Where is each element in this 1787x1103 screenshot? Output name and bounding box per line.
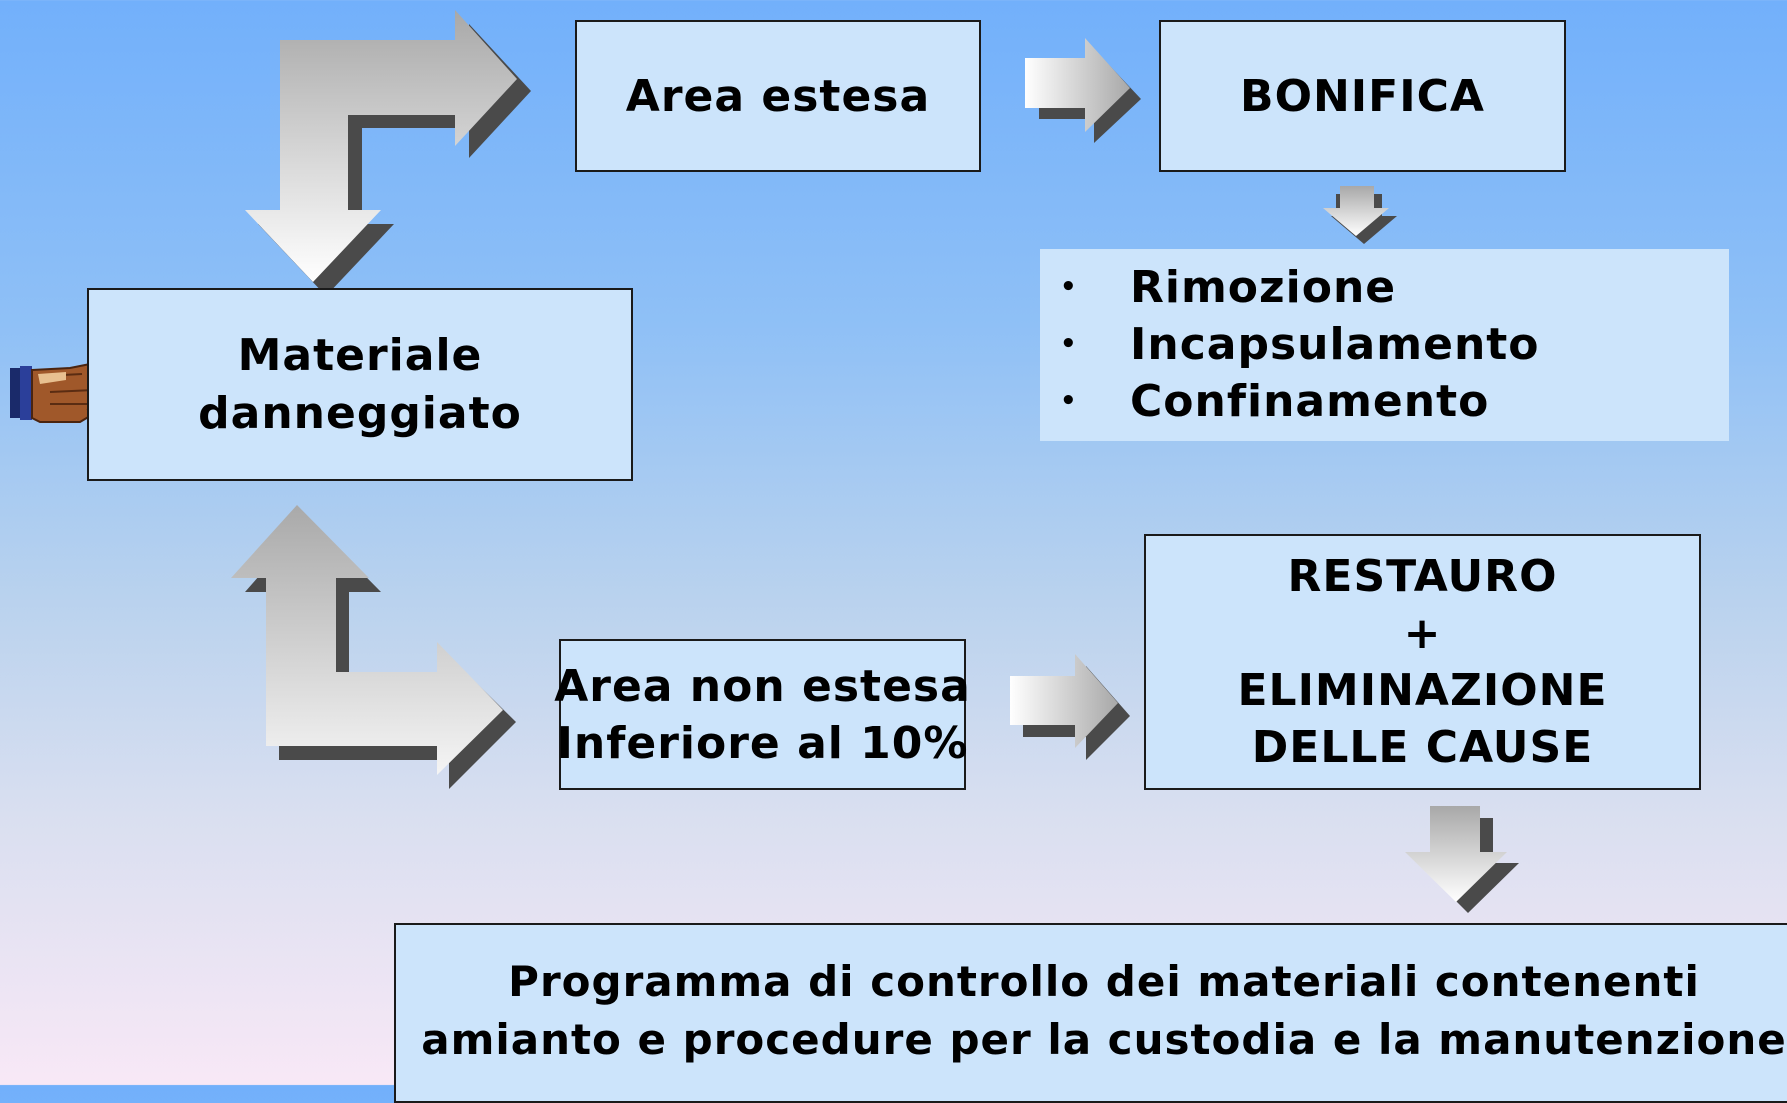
list-item: • Incapsulamento — [1060, 316, 1540, 373]
bent-arrow-down-icon — [231, 505, 516, 789]
bullet-icon: • — [1060, 386, 1078, 416]
bullet-icon: • — [1060, 329, 1078, 359]
restauro-line-3: ELIMINAZIONE — [1237, 665, 1608, 716]
materiale-line-2: danneggiato — [198, 387, 522, 439]
list-item: • Confinamento — [1060, 373, 1540, 430]
area-non-estesa-box: Area non estesa Inferiore al 10% — [554, 639, 970, 790]
programma-line-2: amianto e procedure per la custodia e la… — [421, 1015, 1787, 1064]
arrow-right-icon-bottom — [1010, 654, 1130, 760]
restauro-line-4: DELLE CAUSE — [1251, 722, 1594, 773]
materiale-danneggiato-box: Materiale danneggiato — [87, 288, 633, 481]
bent-arrow-up-icon — [245, 10, 531, 296]
arrow-down-icon-small — [1323, 186, 1397, 244]
bonifica-label: BONIFICA — [1240, 70, 1485, 122]
area-non-estesa-line-1: Area non estesa — [554, 660, 971, 712]
materiale-line-1: Materiale — [237, 329, 483, 381]
bonifica-box: BONIFICA — [1159, 20, 1566, 172]
arrow-right-icon-top — [1025, 38, 1141, 143]
restauro-box: RESTAURO + ELIMINAZIONE DELLE CAUSE — [1144, 534, 1701, 790]
bonifica-methods-list: • Rimozione • Incapsulamento • Confiname… — [1040, 249, 1729, 441]
method-incapsulamento: Incapsulamento — [1130, 319, 1540, 370]
programma-controllo-box: Programma di controllo dei materiali con… — [394, 923, 1787, 1103]
method-rimozione: Rimozione — [1130, 262, 1397, 313]
arrow-down-icon-large — [1405, 806, 1519, 913]
area-estesa-box: Area estesa — [575, 20, 981, 172]
area-estesa-label: Area estesa — [625, 70, 931, 122]
programma-line-1: Programma di controllo dei materiali con… — [508, 957, 1700, 1006]
area-non-estesa-line-2: Inferiore al 10% — [556, 717, 969, 769]
restauro-line-2: + — [1403, 608, 1442, 659]
bullet-icon: • — [1060, 272, 1078, 302]
list-item: • Rimozione — [1060, 259, 1540, 316]
restauro-line-1: RESTAURO — [1287, 551, 1558, 602]
method-confinamento: Confinamento — [1130, 376, 1490, 427]
